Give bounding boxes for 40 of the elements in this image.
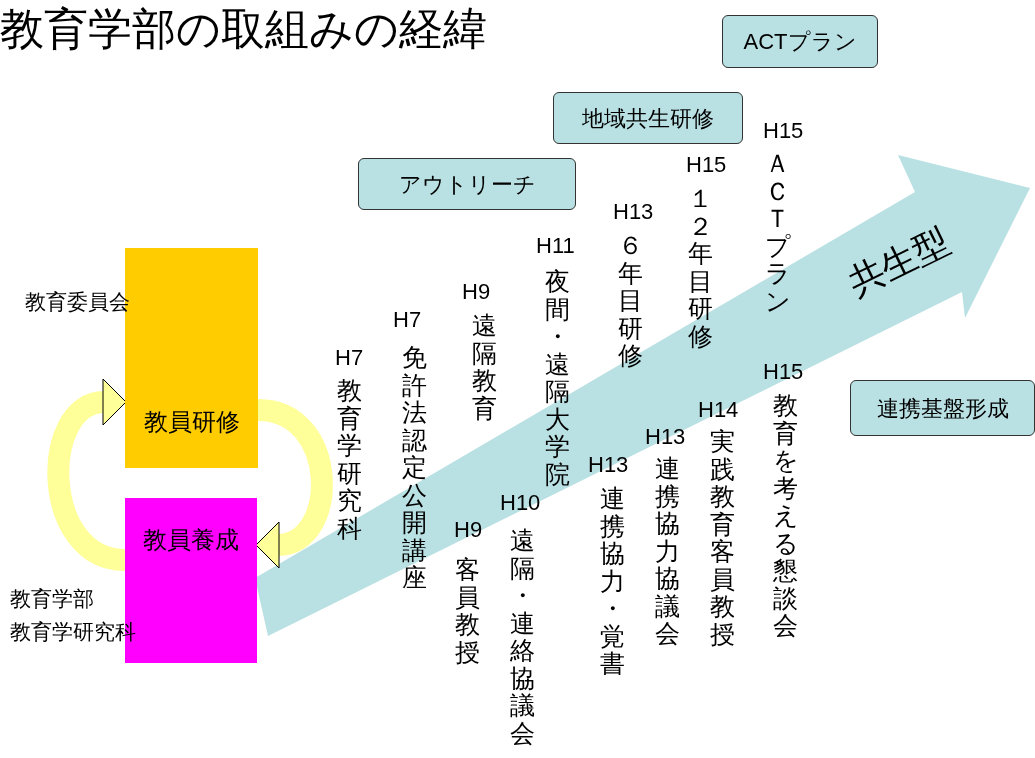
node-label: 教員研修 (143, 407, 240, 437)
year-label: H15 (763, 358, 804, 386)
year-label: H9 (454, 516, 483, 544)
tag-box (358, 158, 576, 210)
year-label: H14 (698, 396, 739, 424)
arrow-label: 共生型 (840, 218, 958, 306)
vertical-label: 遠隔教育 (472, 312, 497, 422)
tag-box (722, 15, 878, 68)
node-label: 教員養成 (143, 525, 239, 555)
node-label: 連携基盤形成 (876, 394, 1009, 423)
vertical-label: １２年目研修 (688, 185, 713, 350)
node-label: アウトリーチ (398, 170, 536, 199)
vertical-label: 連携協力協議会 (655, 455, 680, 648)
year-label: H11 (536, 232, 575, 260)
vertical-label: 遠隔・連絡協議会 (510, 527, 535, 747)
year-label: H10 (500, 489, 541, 517)
vertical-label: 連携協力・覚書 (600, 485, 625, 678)
year-label: H13 (613, 198, 654, 226)
node-label: 地域共生研修 (582, 104, 714, 133)
year-label: H7 (393, 306, 422, 334)
vertical-label: 教育学研究科 (337, 377, 362, 542)
vertical-label: 客員教授 (455, 556, 480, 666)
vertical-label: 夜間・遠隔大学院 (545, 268, 570, 488)
tag-box (850, 380, 1035, 436)
year-label: H13 (645, 423, 686, 451)
organization-label: 教育学部 (10, 586, 94, 612)
year-label: H9 (462, 278, 491, 306)
vertical-label: ＡＣＴプラン (765, 150, 790, 315)
vertical-label: ６年目研修 (618, 232, 643, 370)
title: 教育学部の取組みの経緯 (0, 3, 487, 55)
node-label: ACTプラン (743, 28, 857, 56)
tag-box (553, 92, 743, 144)
vertical-label: 実践教育客員教授 (710, 428, 735, 648)
curved-arrow (47, 379, 127, 571)
vertical-label: 免許法認定公開講座 (402, 344, 427, 592)
vertical-label: 教育を考える懇談会 (773, 392, 798, 640)
year-label: H15 (686, 151, 727, 179)
year-label: H13 (588, 451, 629, 479)
year-label: H15 (763, 117, 804, 145)
year-label: H7 (335, 344, 364, 372)
